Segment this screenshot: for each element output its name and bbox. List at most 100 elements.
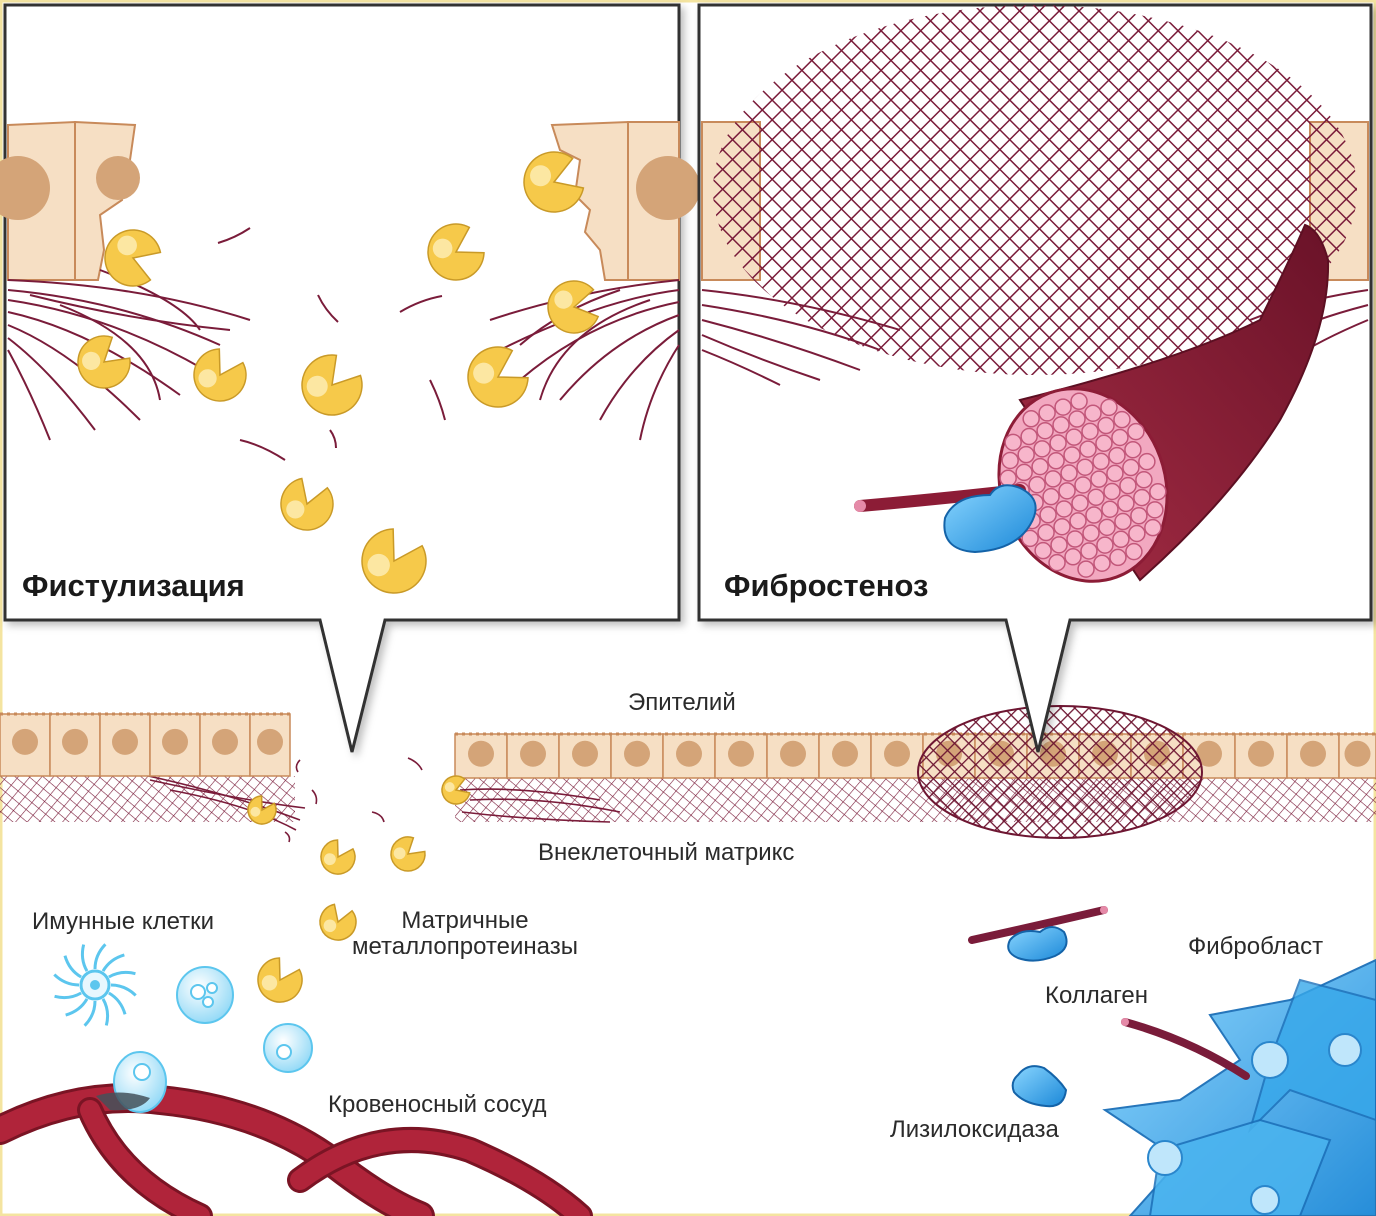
fiber-end (1082, 524, 1100, 542)
secreted-collagen (1121, 1018, 1250, 1080)
fiber-end (1093, 554, 1111, 572)
fiber-end (1076, 458, 1094, 476)
fiber-end (999, 469, 1017, 488)
fiber-end (1044, 470, 1062, 488)
fiber-end (1069, 512, 1087, 530)
cell-nucleus (257, 728, 283, 755)
fistulization-title: Фистулизация (22, 568, 245, 603)
fiber-end (1021, 529, 1039, 548)
fibrotic-mass (917, 705, 1203, 839)
mmp-enzyme (247, 795, 277, 825)
fiber-end (1130, 506, 1148, 525)
fiber-end (1065, 428, 1083, 446)
fibrostenosis-panel (697, 3, 1373, 753)
fiber-end (1096, 536, 1114, 554)
fiber-end (1080, 542, 1098, 560)
mmp-enzyme (467, 346, 529, 408)
mmp-enzyme (390, 836, 426, 872)
lysyl-oxidase-label: Лизилоксидаза (890, 1116, 1059, 1143)
fiber-end (1053, 517, 1071, 536)
loose-fibers (119, 757, 621, 843)
fiber-end (1037, 523, 1055, 542)
callout-frame-left (3, 3, 681, 753)
fiber-end (1109, 548, 1127, 567)
blood-vessel-label: Кровеносный сосуд (328, 1091, 547, 1118)
fiber-end (1074, 476, 1092, 494)
immune-cells (53, 943, 313, 1073)
fiber-end (1033, 440, 1051, 458)
fiber-end (1034, 541, 1052, 560)
fiber-end (1098, 518, 1116, 537)
fiber-end (1042, 487, 1060, 506)
fiber-end (1050, 536, 1068, 554)
fistulization-panel (0, 3, 700, 753)
mmp-label: Матричные металлопротеиназы (335, 907, 595, 961)
fiber-end (1084, 404, 1102, 422)
cell-nucleus (12, 728, 38, 755)
fiber-end (1066, 530, 1084, 548)
fiber-end (1149, 482, 1167, 501)
fiber-end (1090, 470, 1108, 488)
fiber-end (1049, 434, 1067, 452)
collagen-mesh (713, 5, 1357, 375)
fiber-end (1111, 428, 1129, 447)
lysyl-oxidase-panel (943, 484, 1037, 554)
fiber-end (1138, 452, 1156, 471)
fiber-end (1052, 416, 1070, 434)
fiber-end (1028, 475, 1046, 494)
mmp-enzyme (301, 354, 363, 416)
mmp-enzyme (319, 903, 357, 941)
fiber-end (1020, 427, 1038, 446)
mmp-enzyme (547, 280, 600, 334)
fiber-end (1100, 398, 1118, 417)
fiber-end (1103, 482, 1121, 501)
cell-nucleus (572, 740, 598, 767)
fiber-end (1063, 446, 1081, 464)
fiber-end (1101, 500, 1119, 518)
fiber-end (1036, 421, 1054, 440)
cell-nucleus (62, 728, 88, 755)
mmp-enzyme (427, 223, 485, 281)
panel-left-cells-b (550, 120, 700, 281)
blood-vessels (0, 1083, 593, 1216)
fiber-end (1124, 440, 1142, 459)
fiber-end (1122, 458, 1140, 477)
mmp-enzyme (280, 477, 334, 531)
fiber-end (1060, 464, 1078, 482)
fiber-end (1077, 560, 1095, 578)
fiber-end (1114, 512, 1132, 531)
fiber-end (1125, 542, 1143, 561)
immune-bubble-cell-2 (263, 1023, 313, 1073)
lysyl-oxidase-bound (1007, 926, 1068, 962)
fibroblast-cells (1102, 958, 1376, 1216)
cell-nucleus (112, 728, 138, 755)
fiber-end (1144, 518, 1162, 537)
ecm-label: Внеклеточный матрикс (538, 839, 795, 866)
matrix-fragments (217, 227, 446, 461)
fiber-end (1112, 530, 1130, 549)
cell-nucleus (624, 740, 650, 767)
cell-nucleus (1344, 740, 1371, 767)
cell-nucleus (1248, 740, 1274, 767)
mmp-enzyme (441, 775, 471, 805)
fiber-end (1058, 482, 1076, 500)
fibril-fiber-ends (999, 392, 1167, 578)
cell-nucleus (468, 740, 494, 767)
cell-nucleus (676, 740, 702, 767)
epithelium-label: Эпителий (628, 689, 736, 716)
fiber-end (1095, 434, 1113, 453)
cell-nucleus (780, 740, 806, 767)
collagen-strand-end (854, 500, 866, 512)
epithelium-right (454, 732, 1376, 779)
mmp-enzyme (320, 839, 356, 875)
secreted-collagen-end (1121, 1018, 1129, 1026)
cell-nucleus (728, 740, 754, 767)
collagen-legend-item (968, 906, 1108, 962)
mmp-enzyme (193, 348, 247, 402)
fiber-end (1015, 463, 1033, 482)
mmp-enzyme (361, 528, 427, 594)
fiber-end (1001, 451, 1019, 470)
fiber-end (1079, 440, 1097, 458)
mmp-enzymes-panel (77, 151, 600, 594)
